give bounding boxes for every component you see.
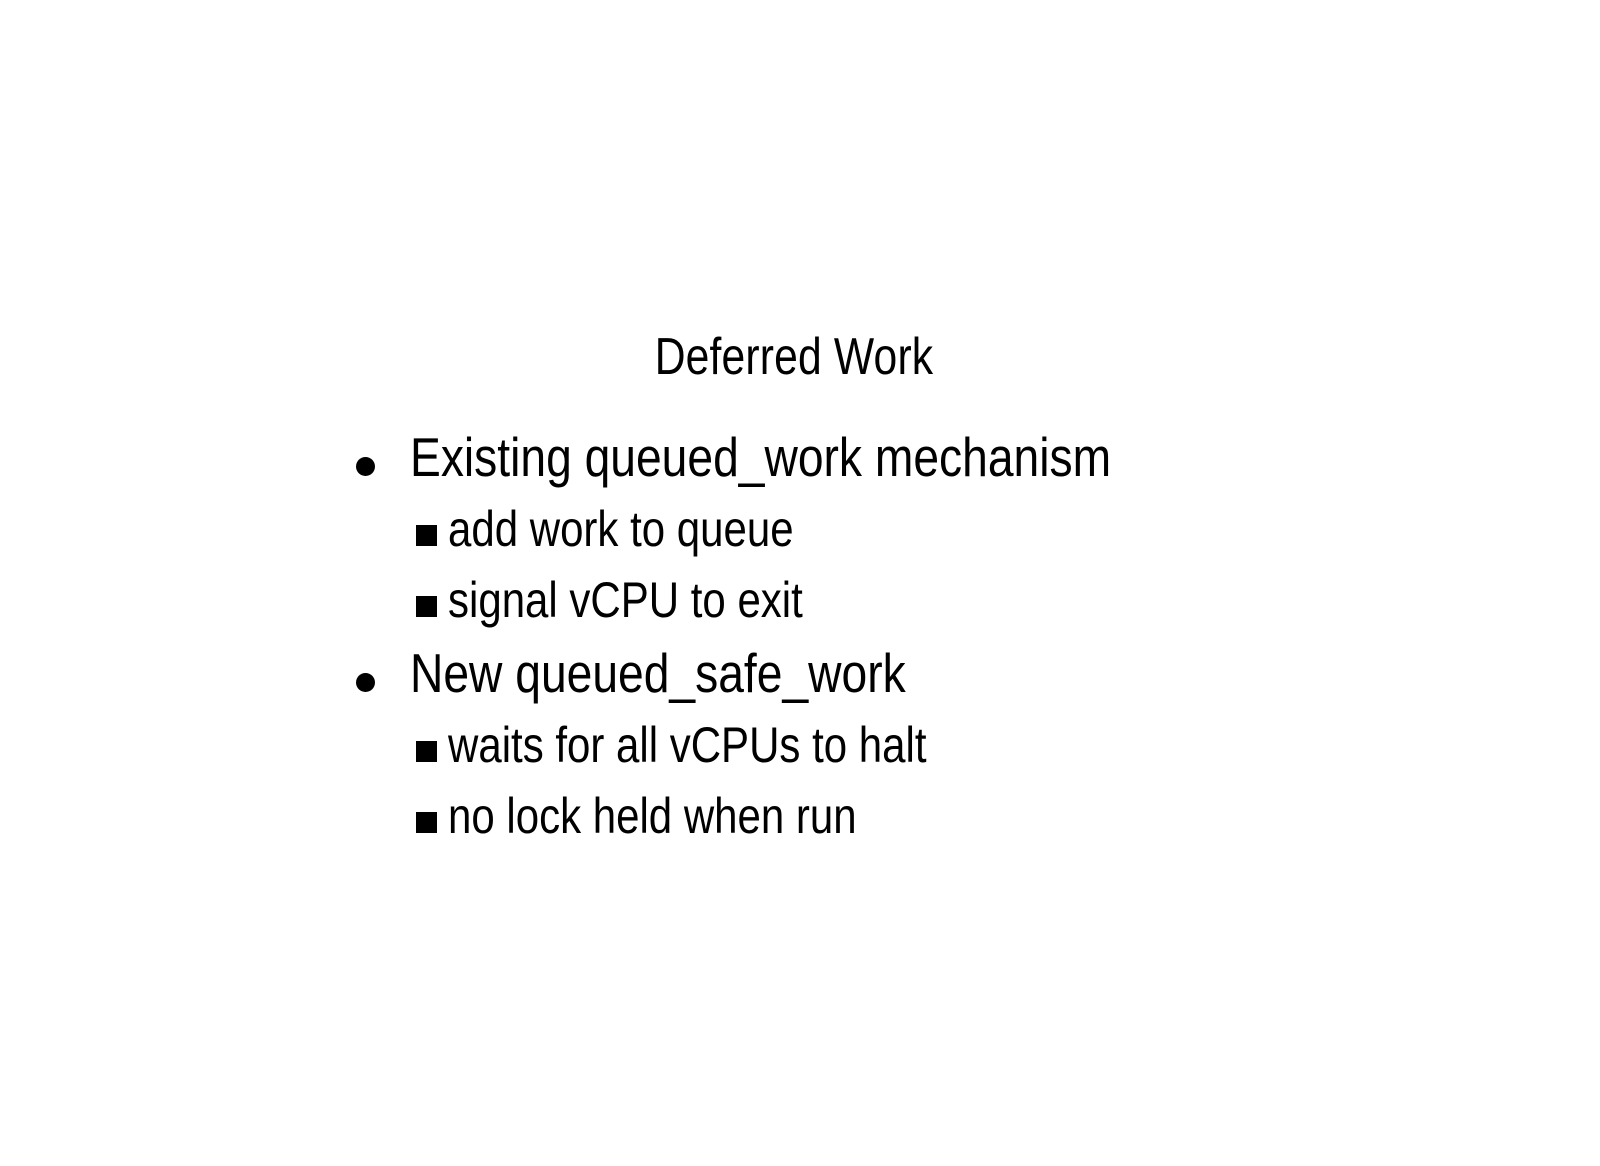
list-item-label: no lock held when run	[448, 788, 857, 844]
disc-bullet-icon	[344, 646, 410, 720]
list-item: waits for all vCPUs to halt	[344, 710, 1444, 781]
bullet-list: Existing queued_work mechanism add work …	[344, 420, 1444, 852]
square-bullet-icon	[400, 571, 448, 642]
list-item-label: Existing queued_work mechanism	[410, 426, 1112, 488]
list-item: no lock held when run	[344, 781, 1444, 852]
list-item: New queued_safe_work	[344, 636, 1444, 710]
list-item-label: add work to queue	[448, 501, 794, 557]
square-bullet-icon	[400, 716, 448, 787]
list-item: add work to queue	[344, 494, 1444, 565]
square-bullet-icon	[400, 787, 448, 858]
square-bullet-icon	[400, 500, 448, 571]
page-title: Deferred Work	[654, 328, 934, 386]
list-item-label: New queued_safe_work	[410, 642, 906, 704]
list-item: Existing queued_work mechanism	[344, 420, 1444, 494]
disc-bullet-icon	[344, 430, 410, 504]
list-item-label: waits for all vCPUs to halt	[448, 717, 927, 773]
list-item: signal vCPU to exit	[344, 565, 1444, 636]
list-item-label: signal vCPU to exit	[448, 572, 803, 628]
